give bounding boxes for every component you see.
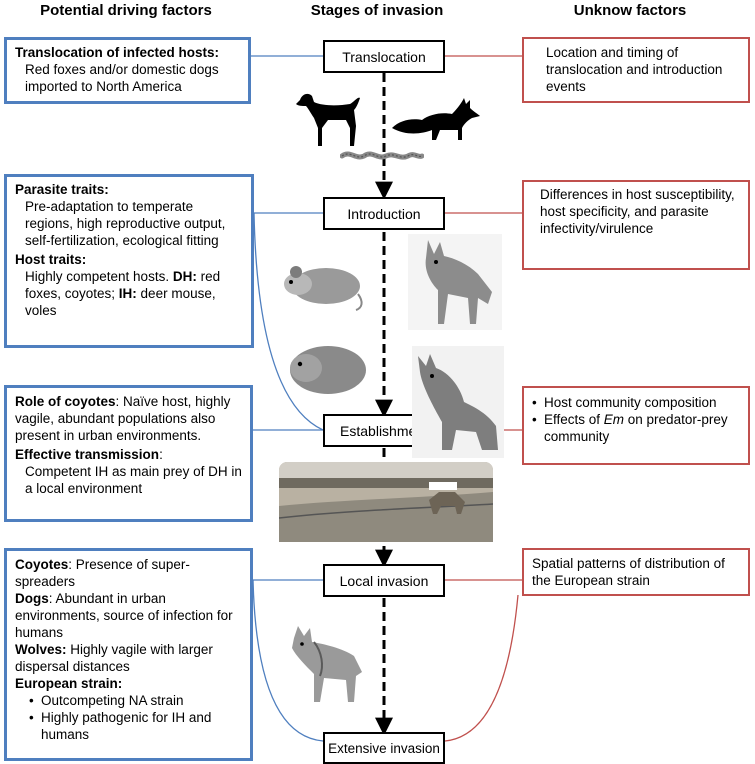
host-traits-text: Highly competent hosts. DH: red foxes, c… xyxy=(25,269,221,318)
role-of-coyotes-text: Role of coyotes: Naïve host, highly vagi… xyxy=(15,394,231,443)
box-unknown-establishment: •Host community composition •Effects of … xyxy=(522,386,750,465)
wolves-driver-text: Wolves: Highly vagile with larger disper… xyxy=(15,642,213,674)
translocation-drivers-title: Translocation of infected hosts: xyxy=(15,45,220,60)
parasite-traits-text: Pre-adaptation to temperate regions, hig… xyxy=(25,199,226,248)
wolf-image xyxy=(292,626,362,702)
header-potential-driving-factors: Potential driving factors xyxy=(40,2,212,19)
box-local-invasion-drivers: Coyotes: Presence of super-spreaders Dog… xyxy=(4,548,253,761)
stage-translocation: Translocation xyxy=(323,40,445,73)
box-unknown-translocation: Location and timing of translocation and… xyxy=(522,37,750,103)
box-unknown-local-invasion: Spatial patterns of distribution of the … xyxy=(522,548,750,596)
tapeworm-icon xyxy=(340,151,424,160)
dogs-driver-text: Dogs: Abundant in urban environments, so… xyxy=(15,591,233,640)
stage-local-invasion: Local invasion xyxy=(323,564,445,597)
parasite-traits-title: Parasite traits: xyxy=(15,182,109,197)
european-strain-title: European strain: xyxy=(15,676,123,691)
coyote-roadside-photo xyxy=(279,462,493,542)
dog-silhouette-icon xyxy=(296,93,360,146)
coyotes-driver-text: Coyotes: Presence of super-spreaders xyxy=(15,557,190,589)
effective-transmission-title: Effective transmission: xyxy=(15,447,163,462)
stage-extensive-invasion: Extensive invasion xyxy=(323,732,445,764)
red-fox-image xyxy=(408,234,502,330)
stage-introduction: Introduction xyxy=(323,197,445,230)
list-item: •Outcompeting NA strain xyxy=(29,693,184,708)
coyote-image xyxy=(412,346,504,458)
box-parasite-host-traits: Parasite traits: Pre-adaptation to tempe… xyxy=(4,174,254,348)
effective-transmission-text: Competent IH as main prey of DH in a loc… xyxy=(25,464,242,496)
fox-silhouette-icon xyxy=(392,98,480,140)
european-strain-list: •Outcompeting NA strain •Highly pathogen… xyxy=(15,692,242,743)
translocation-drivers-text: Red foxes and/or domestic dogs imported … xyxy=(25,62,219,94)
box-role-of-coyotes: Role of coyotes: Naïve host, highly vagi… xyxy=(4,385,253,522)
vole-image xyxy=(290,346,366,394)
list-item: •Highly pathogenic for IH and humans xyxy=(29,710,212,742)
box-translocation-drivers: Translocation of infected hosts: Red fox… xyxy=(4,37,251,104)
header-unknown-factors: Unknow factors xyxy=(573,2,687,19)
header-stages-of-invasion: Stages of invasion xyxy=(310,2,444,19)
box-unknown-introduction: Differences in host susceptibility, host… xyxy=(522,180,750,270)
list-item: •Host community composition xyxy=(532,395,717,410)
list-item: •Effects of Em on predator-prey communit… xyxy=(532,412,728,444)
host-traits-title: Host traits: xyxy=(15,252,87,267)
deer-mouse-image xyxy=(284,266,363,311)
